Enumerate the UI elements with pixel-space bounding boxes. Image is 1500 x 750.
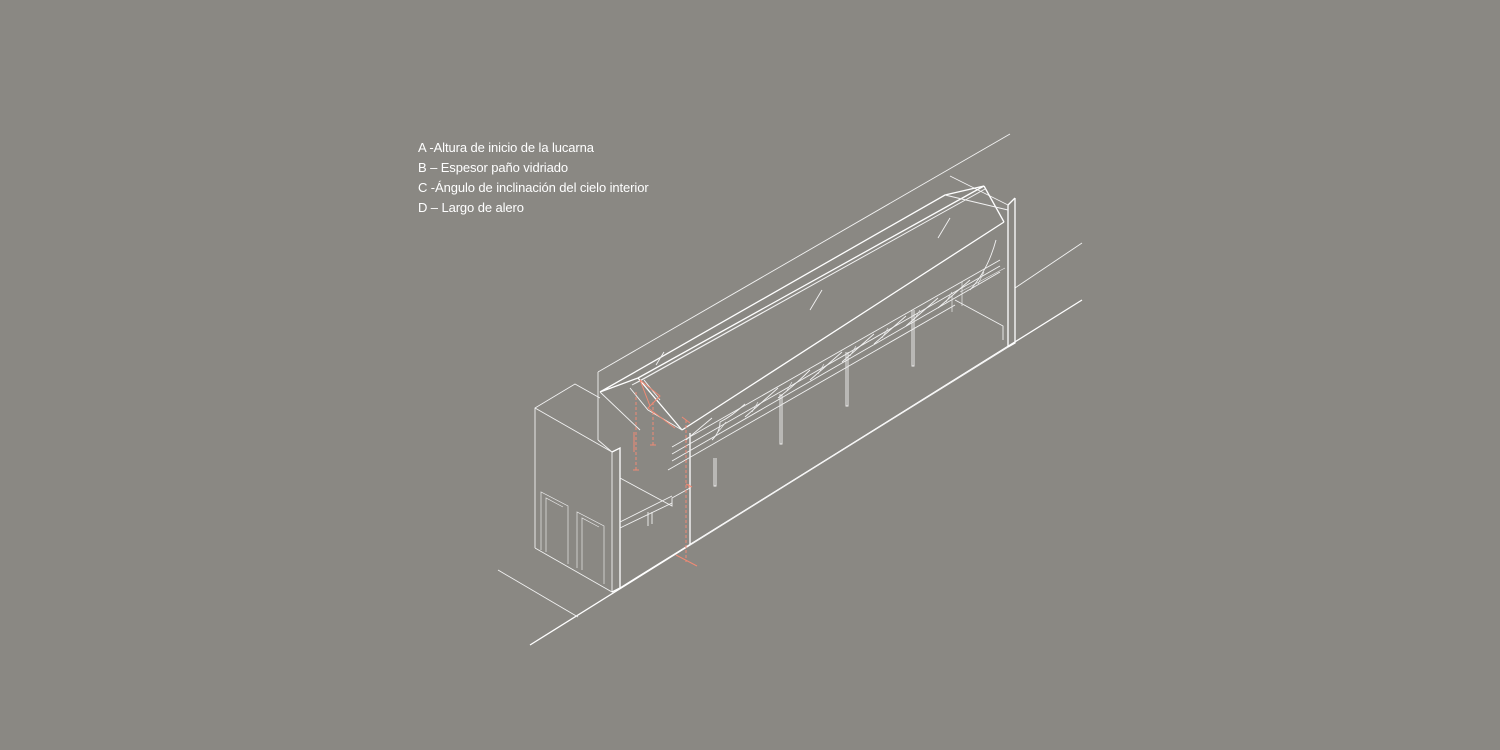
left-neighbour-volume xyxy=(534,383,613,593)
interior-columns xyxy=(713,282,963,487)
right-end-wall xyxy=(949,175,1016,348)
ground-lines xyxy=(497,242,1083,646)
legend-item-b: B – Espesor paño vidriado xyxy=(418,160,568,175)
far-context-edge xyxy=(597,133,1011,440)
legend-item-d: D – Largo de alero xyxy=(418,200,524,215)
legend-item-a: A -Altura de inicio de la lucarna xyxy=(418,140,594,155)
roof-lucarna xyxy=(599,185,1009,471)
main-volume-front-wall xyxy=(597,346,1009,593)
legend: A -Altura de inicio de la lucarna B – Es… xyxy=(418,138,649,218)
dimension-annotations xyxy=(633,379,698,567)
legend-item-c: C -Ángulo de inclinación del cielo inter… xyxy=(418,180,649,195)
